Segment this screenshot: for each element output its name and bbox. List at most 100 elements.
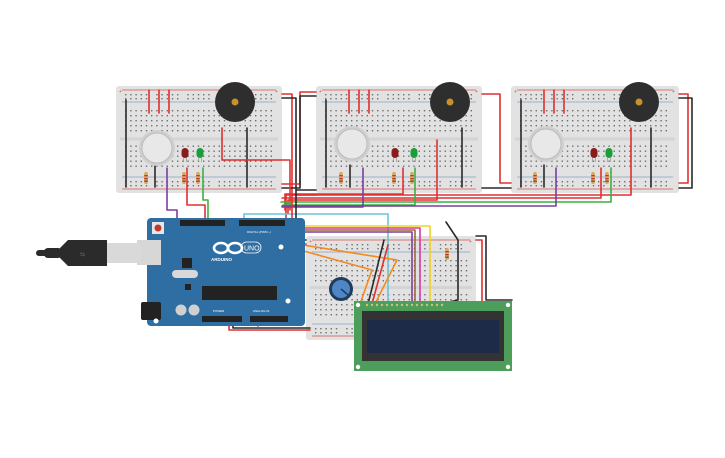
lcd-pin[interactable] bbox=[420, 303, 424, 307]
module-3-green-led[interactable] bbox=[605, 148, 613, 162]
lcd-pin[interactable] bbox=[390, 303, 394, 307]
lcd-pin[interactable] bbox=[385, 303, 389, 307]
resistor-band bbox=[445, 254, 449, 256]
resistor-band bbox=[182, 178, 186, 180]
buzzer-center bbox=[446, 98, 454, 106]
resistor-band bbox=[605, 175, 609, 177]
lcd-pin[interactable] bbox=[365, 303, 369, 307]
usb-chip bbox=[182, 258, 192, 268]
module-2-buzzer[interactable] bbox=[430, 82, 470, 122]
module-1-red-led[interactable] bbox=[181, 148, 189, 162]
arduino-header-analog[interactable] bbox=[250, 316, 288, 322]
resistor-band bbox=[196, 180, 200, 182]
module-3-red-led[interactable] bbox=[590, 148, 598, 162]
potentiometer[interactable] bbox=[329, 277, 353, 301]
lcd-16x2[interactable] bbox=[354, 301, 512, 371]
breadboard-channel bbox=[320, 137, 478, 141]
logo-loop-right bbox=[226, 241, 244, 255]
resistor-band bbox=[182, 180, 186, 182]
breadboard-channel bbox=[120, 137, 278, 141]
resistor-band bbox=[339, 180, 343, 182]
rail-plus-label: + bbox=[475, 89, 478, 95]
rail-plus-label: + bbox=[119, 89, 122, 95]
resistor-band bbox=[144, 175, 148, 177]
wire-gnd-bb1-bb2[interactable] bbox=[281, 97, 317, 191]
rail-plus-label: + bbox=[319, 89, 322, 95]
reset-button-cap[interactable] bbox=[154, 224, 162, 232]
lcd-mount-hole bbox=[355, 364, 361, 370]
resistor-band bbox=[410, 178, 414, 180]
lcd-pin[interactable] bbox=[440, 303, 444, 307]
module-2-green-resistor bbox=[410, 172, 414, 184]
wire-lcd-vcc[interactable] bbox=[371, 244, 389, 305]
module-3-gas-sensor[interactable] bbox=[528, 126, 564, 162]
wire-green-led-2[interactable] bbox=[282, 167, 416, 206]
usb-cable-strain bbox=[44, 248, 62, 258]
resistor-band bbox=[144, 178, 148, 180]
module-1-gas-sensor[interactable] bbox=[139, 130, 175, 166]
wire-gnd-bb3-loop[interactable] bbox=[678, 97, 693, 189]
regulator-chip bbox=[185, 284, 191, 290]
wire-red-led-1[interactable] bbox=[186, 167, 206, 223]
wire-bb1-bb2-top-gnd[interactable] bbox=[281, 95, 317, 189]
uno-text: UNO bbox=[244, 246, 260, 253]
buzzer-center bbox=[635, 98, 643, 106]
lcd-pin[interactable] bbox=[405, 303, 409, 307]
atmega-chip bbox=[202, 286, 277, 300]
lcd-pin[interactable] bbox=[425, 303, 429, 307]
wire-buzzer-1[interactable] bbox=[221, 127, 291, 211]
wire-sensor-3-analog[interactable] bbox=[281, 167, 557, 207]
wire-power-bb1-bb2[interactable] bbox=[281, 93, 317, 196]
resistor-band bbox=[196, 178, 200, 180]
resistor-band bbox=[591, 178, 595, 180]
rail-plus-label: + bbox=[469, 239, 472, 245]
wire-green-led-3[interactable] bbox=[280, 167, 612, 203]
resistor-band bbox=[392, 175, 396, 177]
lcd-pin[interactable] bbox=[400, 303, 404, 307]
capacitor bbox=[175, 304, 187, 316]
wire-lcd-gnd[interactable] bbox=[367, 239, 385, 305]
module-2-red-led[interactable] bbox=[391, 148, 399, 162]
usb-plug-metal bbox=[107, 243, 141, 263]
wire-lcd-bb-rail-black[interactable] bbox=[475, 235, 513, 301]
arduino-header-top-left bbox=[180, 220, 225, 226]
wire-power-bb2-bb3[interactable] bbox=[481, 93, 512, 184]
module-1-green-led[interactable] bbox=[196, 148, 204, 162]
lcd-pin[interactable] bbox=[380, 303, 384, 307]
module-3-buzzer[interactable] bbox=[619, 82, 659, 122]
module-3-red-resistor bbox=[591, 172, 595, 184]
wire-bb1-bb2-top[interactable] bbox=[281, 91, 317, 185]
resistor-band bbox=[196, 175, 200, 177]
lcd-pin[interactable] bbox=[375, 303, 379, 307]
module-1-buzzer[interactable] bbox=[215, 82, 255, 122]
power-jack bbox=[141, 302, 161, 320]
lcd-pin[interactable] bbox=[435, 303, 439, 307]
lcd-pin[interactable] bbox=[415, 303, 419, 307]
lcd-pin[interactable] bbox=[410, 303, 414, 307]
gas-sensor-mesh bbox=[530, 128, 562, 160]
mount-hole bbox=[278, 244, 284, 250]
wire-green-led-1[interactable] bbox=[202, 167, 209, 223]
wire-sensor-2-analog[interactable] bbox=[281, 167, 364, 208]
lcd-backlight-resistor bbox=[445, 248, 449, 260]
arduino-header-power[interactable] bbox=[202, 316, 242, 322]
resistor-band bbox=[533, 175, 537, 177]
arduino-header-digital[interactable] bbox=[239, 220, 285, 226]
lcd-pin[interactable] bbox=[395, 303, 399, 307]
wire-lcd-orange-2[interactable] bbox=[299, 249, 373, 305]
usb-cable[interactable]: ⇆ bbox=[36, 240, 141, 266]
wire-red-led-3[interactable] bbox=[281, 167, 602, 199]
lcd-pin[interactable] bbox=[370, 303, 374, 307]
module-2-gas-sensor[interactable] bbox=[334, 126, 370, 162]
breadboard-channel bbox=[515, 137, 675, 141]
rail-plus-label: + bbox=[672, 89, 675, 95]
module-3-green-resistor bbox=[605, 172, 609, 184]
lcd-pin[interactable] bbox=[430, 303, 434, 307]
module-2-green-led[interactable] bbox=[410, 148, 418, 162]
resistor-band bbox=[533, 178, 537, 180]
resistor-band bbox=[591, 175, 595, 177]
wire-power-bb3-loop[interactable] bbox=[678, 93, 689, 184]
led-body bbox=[181, 148, 189, 158]
